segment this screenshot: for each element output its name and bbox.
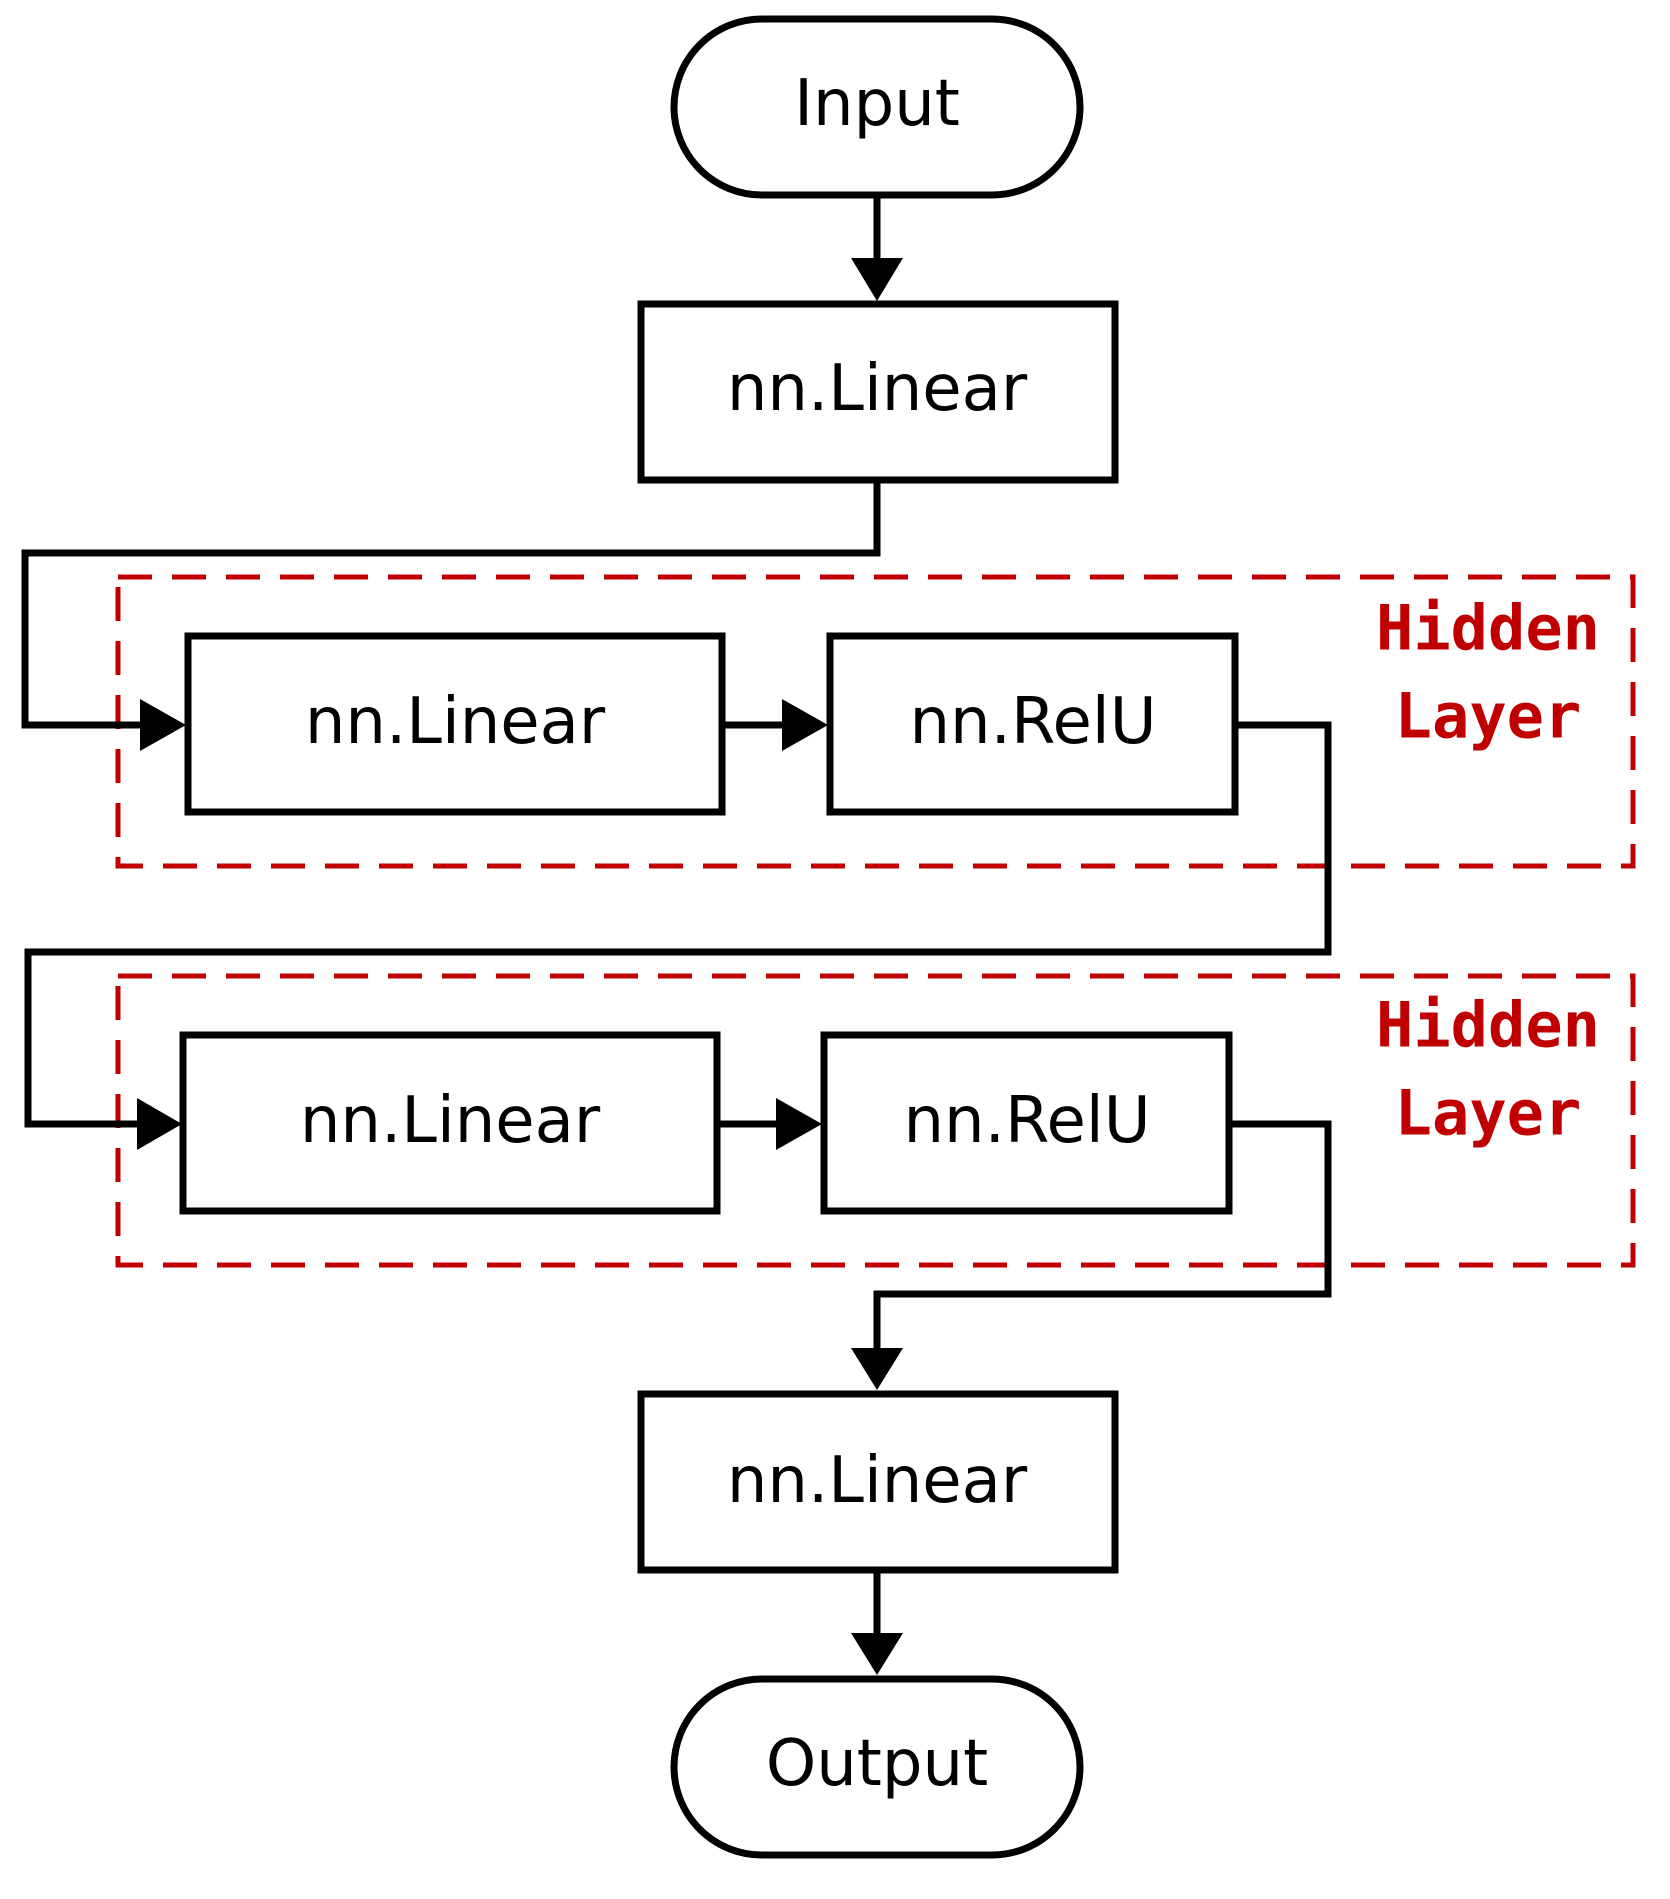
hidden-layer-1-title-line1: Hidden [1376,592,1600,665]
node-linear-in: nn.Linear [637,300,1119,484]
hidden2-relu-box [820,1031,1233,1215]
node-hidden1-relu: nn.RelU [826,632,1239,816]
arrowhead-linear-to-hidden1 [140,699,186,751]
arrowhead-h1-linear-to-relu [782,699,828,751]
hidden-layer-2-title-line2: Layer [1395,1077,1582,1150]
hidden-layer-2-title-line1: Hidden [1376,989,1600,1062]
input-terminal-shape [670,15,1084,199]
arrowhead-input-to-linear [851,258,903,301]
linear-in-box [637,300,1119,484]
arrowhead-hidden1-to-hidden2 [137,1098,182,1150]
output-label: Output [766,1727,988,1801]
node-output: Output [670,1675,1084,1859]
edge-hidden1-to-hidden2 [24,721,1332,1128]
hidden2-linear-box [179,1031,721,1215]
hidden1-linear-label: nn.Linear [305,685,606,759]
edge-linear-to-hidden1 [21,481,881,729]
hidden2-linear-label: nn.Linear [300,1084,601,1158]
node-hidden2-linear: nn.Linear [179,1031,721,1215]
edge-hidden2-to-linear-out [873,1120,1332,1355]
hidden1-linear-box [184,632,726,816]
hidden2-relu-label: nn.RelU [903,1084,1150,1158]
hidden1-relu-box [826,632,1239,816]
connectors [21,197,1332,1675]
linear-out-label: nn.Linear [727,1444,1028,1518]
node-input: Input [670,15,1084,199]
linear-in-label: nn.Linear [727,352,1028,426]
linear-out-box [637,1390,1119,1574]
node-hidden1-linear: nn.Linear [184,632,726,816]
arrowhead-linear-out-to-output [851,1633,903,1675]
arrowhead-hidden2-to-linear-out [851,1348,903,1390]
output-terminal-shape [670,1675,1084,1859]
input-label: Input [794,67,960,141]
hidden-layer-1-title-line2: Layer [1395,680,1582,753]
node-linear-out: nn.Linear [637,1390,1119,1574]
hidden1-relu-label: nn.RelU [909,685,1156,759]
node-hidden2-relu: nn.RelU [820,1031,1233,1215]
arrowhead-h2-linear-to-relu [776,1098,822,1150]
